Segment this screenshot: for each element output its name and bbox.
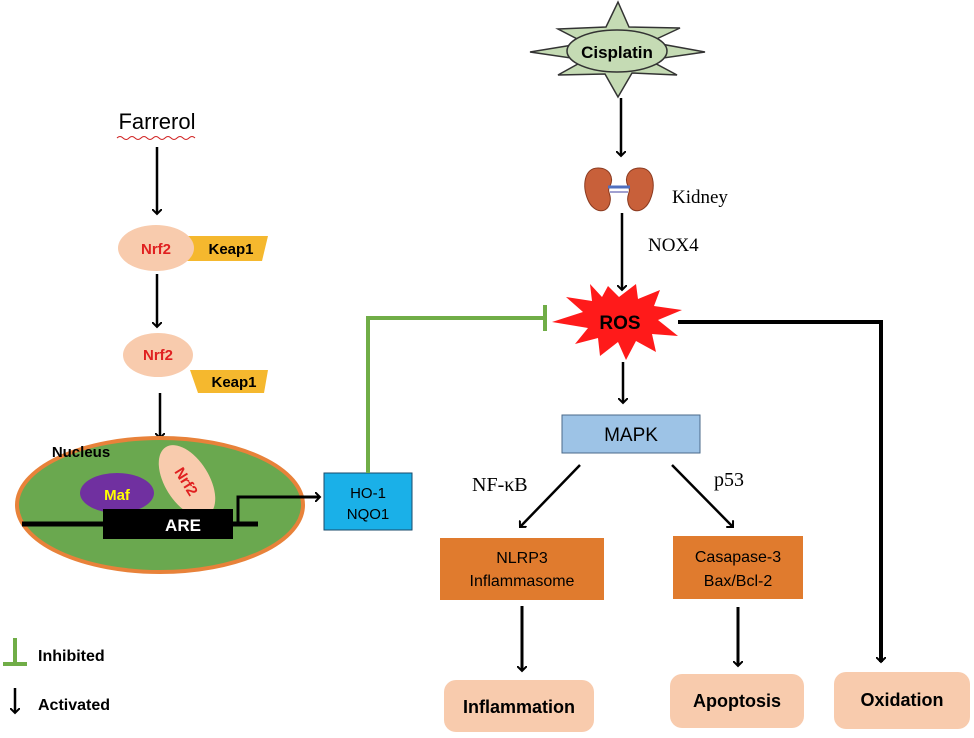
nrf2-ellipse-nucleus (158, 445, 216, 517)
are-box (103, 509, 233, 539)
caspase-label: Casapase-3 (695, 549, 781, 566)
kidney-icon (584, 167, 654, 212)
legend-inhibited-label: Inhibited (38, 648, 105, 665)
nfkb-label: NF-κB (472, 474, 528, 496)
nqo1-label: NQO1 (347, 506, 390, 523)
inhibition-ho1-ros (366, 316, 545, 473)
p53-label: p53 (714, 469, 744, 491)
farrerol-underline (116, 136, 196, 140)
keap1-shape (185, 236, 268, 261)
arrow-are-to-ho1 (236, 497, 320, 524)
nrf2-label-2: Nrf2 (143, 347, 173, 364)
ros-label: ROS (599, 313, 640, 334)
kidney-label: Kidney (672, 187, 728, 208)
nucleus-label: Nucleus (52, 444, 110, 461)
cisplatin-star: Cisplatin (529, 0, 706, 99)
nlrp3-label: NLRP3 (496, 550, 548, 567)
ros-star (552, 284, 682, 360)
apoptosis-box: Apoptosis (670, 674, 804, 728)
arrow-mapk-to-nlrp3 (520, 464, 581, 527)
inflammation-label: Inflammation (463, 697, 575, 717)
ho1-nqo1-box: HO-1 NQO1 (323, 472, 413, 531)
cisplatin-ellipse (566, 29, 668, 73)
ros-burst: ROS (552, 284, 682, 360)
legend: Inhibited Activated (3, 638, 110, 714)
nlrp3-box: NLRP3 Inflammasome (440, 538, 604, 600)
arrow-mapk-to-caspase (671, 464, 733, 527)
inflammation-box: Inflammation (444, 680, 594, 732)
nox4-label: NOX4 (648, 235, 699, 256)
ho1-label: HO-1 (350, 485, 386, 502)
farrerol-label: Farrerol (118, 109, 195, 134)
nrf2-keap1-dissociated: Nrf2 Keap1 (123, 333, 268, 393)
inflammasome-label: Inflammasome (470, 573, 575, 590)
bax-bcl2-label: Bax/Bcl-2 (704, 573, 773, 590)
keap1-label-2: Keap1 (211, 374, 256, 391)
maf-ellipse (80, 473, 154, 513)
oxidation-label: Oxidation (860, 690, 943, 710)
nrf2-ellipse (118, 225, 194, 271)
keap1-shape-2 (190, 370, 268, 393)
maf-label: Maf (104, 487, 131, 504)
nrf2-label: Nrf2 (141, 241, 171, 258)
cisplatin-label: Cisplatin (581, 43, 653, 62)
are-label: ARE (165, 516, 201, 535)
legend-activated-label: Activated (38, 697, 110, 714)
nucleus: Nucleus Maf Nrf2 ARE (15, 436, 305, 574)
keap1-label: Keap1 (208, 241, 253, 258)
mapk-label: MAPK (604, 425, 658, 446)
nrf2-keap1-complex: Nrf2 Keap1 (118, 225, 268, 271)
nrf2-ellipse-2 (123, 333, 193, 377)
oxidation-box: Oxidation (834, 672, 970, 729)
caspase-box: Casapase-3 Bax/Bcl-2 (673, 536, 803, 599)
apoptosis-label: Apoptosis (693, 691, 781, 711)
arrow-ros-to-oxidation (678, 320, 881, 662)
mapk-box: MAPK (561, 414, 701, 454)
